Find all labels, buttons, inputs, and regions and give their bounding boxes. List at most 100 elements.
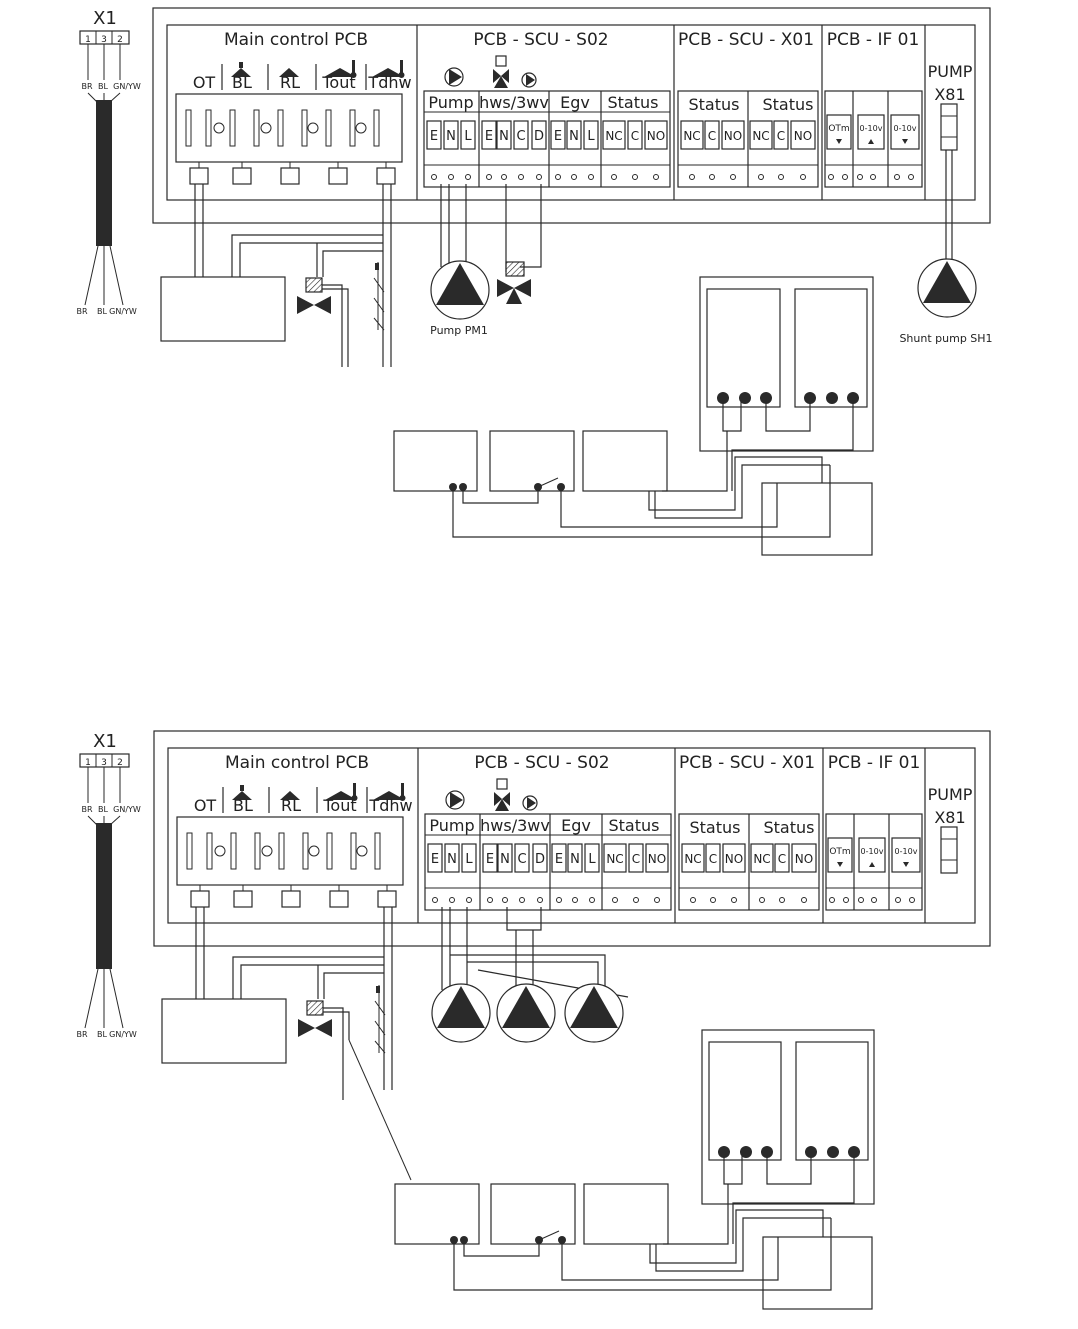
term: 0-10v <box>860 124 883 133</box>
pump-pm1-label: Pump PM1 <box>430 324 488 337</box>
group-status: Status <box>763 95 814 114</box>
group-egv: Egv <box>560 93 590 112</box>
wire-color: GN/YW <box>113 82 141 91</box>
wire-color: BL <box>98 82 108 91</box>
device-box <box>394 1183 480 1245</box>
term: L <box>464 129 472 144</box>
shunt-pump-sh1: Shunt pump SH1 <box>899 258 993 345</box>
term: C <box>516 129 525 144</box>
pcb-scu-x01: PCB - SCU - X01 Status Status NC C NO NC… <box>677 30 819 188</box>
group-status: Status <box>689 95 740 114</box>
scu-s02-title: PCB - SCU - S02 <box>473 30 608 50</box>
term: N <box>446 129 456 144</box>
flame-sensor-icon <box>232 791 252 800</box>
term: NC <box>753 852 770 866</box>
valve-icon <box>496 778 508 790</box>
wire-color: GN/YW <box>109 1030 137 1039</box>
term: L <box>588 852 596 867</box>
term: D <box>534 129 544 144</box>
pcb-if-01: PCB - IF 01 OTm 0-10v 0-10v <box>824 30 923 188</box>
thermometer-icon <box>325 791 357 800</box>
term: N <box>499 129 509 144</box>
term-rl: RL <box>281 796 301 815</box>
device-box <box>761 482 873 556</box>
diagram-bottom: X1 1 3 2 BR BL GN/YW BR BL GN/YW Main co… <box>76 730 991 1310</box>
term: NC <box>684 852 701 866</box>
wire-color: GN/YW <box>109 307 137 316</box>
term: OTm <box>829 847 850 857</box>
term: NO <box>724 129 742 143</box>
term-ot: OT <box>193 73 216 92</box>
pcb-scu-s02: PCB - SCU - S02 Pump hws/3wv Egv Status … <box>423 30 671 188</box>
pump-x81: PUMP X81 <box>928 785 973 874</box>
wire-color: BL <box>97 1030 107 1039</box>
pump-pm1: Pump PM1 <box>430 260 490 337</box>
main-control-pcb: Main control PCB OT BL RL Tout Tdhw <box>175 30 412 185</box>
term: L <box>587 129 595 144</box>
device-box <box>762 1236 873 1310</box>
term: E <box>485 129 493 144</box>
thermometer-icon <box>372 68 404 77</box>
term: C <box>709 852 717 866</box>
term-bl: BL <box>232 73 252 92</box>
main-pcb-title: Main control PCB <box>224 30 368 50</box>
group-pump: Pump <box>429 816 474 835</box>
pump-x81-l1: PUMP <box>928 785 973 804</box>
x1-pin: 1 <box>85 35 91 45</box>
flame-sensor-icon <box>280 791 300 800</box>
term-ot: OT <box>194 796 217 815</box>
group-hws: hws/3wv <box>479 93 549 112</box>
control-box <box>161 998 287 1064</box>
thermostat-contacts <box>374 985 386 1054</box>
connector-strip <box>176 816 404 886</box>
term: N <box>500 852 510 867</box>
term: OTm <box>828 124 849 134</box>
group-status: Status <box>764 818 815 837</box>
term: NO <box>725 852 743 866</box>
term: C <box>517 852 526 867</box>
pump-x81: PUMP X81 <box>928 62 973 151</box>
wire-color: BR <box>81 805 92 814</box>
term: E <box>486 852 494 867</box>
valve-icon <box>297 296 331 314</box>
valve-icon <box>495 55 507 67</box>
term-tout: Tout <box>321 73 355 92</box>
wire-color: BL <box>98 805 108 814</box>
x1-pin: 2 <box>117 35 123 45</box>
scu-x01-title: PCB - SCU - X01 <box>679 753 815 773</box>
term-tdhw: Tdhw <box>368 796 412 815</box>
x1-label: X1 <box>93 8 117 29</box>
wire-color: BR <box>76 307 87 316</box>
shunt-pump-label: Shunt pump SH1 <box>899 332 992 345</box>
three-way-valve-icon <box>497 279 531 304</box>
diagram-top: X1 1 3 2 BR BL GN/YW BR BL GN/YW Main co… <box>76 7 993 556</box>
wire-color: BR <box>76 1030 87 1039</box>
term: NO <box>647 129 665 143</box>
group-status: Status <box>690 818 741 837</box>
valve-actuator-icon <box>305 277 323 293</box>
term: E <box>430 129 438 144</box>
term: E <box>555 852 563 867</box>
group-egv: Egv <box>561 816 591 835</box>
x1-cable: X1 1 3 2 BR BL GN/YW BR BL GN/YW <box>76 731 140 1039</box>
flame-sensor-icon <box>279 68 299 77</box>
term: N <box>447 852 457 867</box>
x1-pin: 2 <box>117 758 123 768</box>
pump-x81-l2: X81 <box>934 808 965 827</box>
term: C <box>632 852 640 866</box>
term: D <box>535 852 545 867</box>
device-box <box>489 430 575 492</box>
group-hws: hws/3wv <box>480 816 550 835</box>
valve-icon <box>298 1019 332 1037</box>
thermometer-icon <box>324 68 356 77</box>
term-tdhw: Tdhw <box>367 73 411 92</box>
term: C <box>631 129 639 143</box>
if01-title: PCB - IF 01 <box>828 753 921 773</box>
device-box <box>582 430 668 492</box>
pump-x81-l2: X81 <box>934 85 965 104</box>
group-pump: Pump <box>428 93 473 112</box>
device-box <box>490 1183 576 1245</box>
x1-pin: 1 <box>85 758 91 768</box>
term: 0-10v <box>861 847 884 856</box>
